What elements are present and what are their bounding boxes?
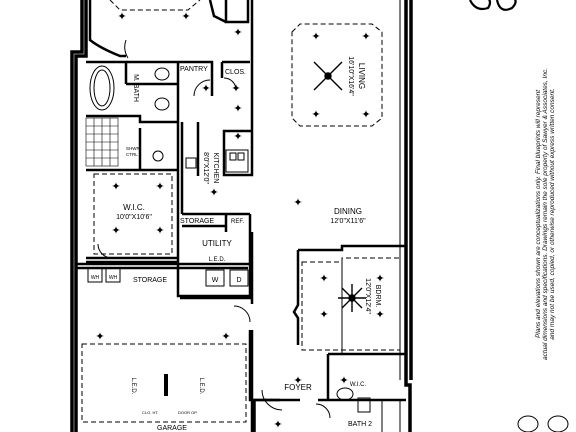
room-dividers [341,0,401,380]
shwr-sub-label: CTRL [126,152,138,157]
clg-ht-label: CLG. HT. [142,410,158,415]
svg-text:✦: ✦ [293,374,302,387]
foyer-label: FOYER [284,383,312,392]
room-label-m-bath: M. BATH [132,74,139,102]
disclaimer-line-2: actual dimensions and specifications. Dr… [542,68,549,360]
bdrm-dims: 12'0"X12'4" [364,278,371,314]
svg-text:✦: ✦ [233,102,242,115]
svg-text:✦: ✦ [231,82,240,95]
kitchen-name: KITCHEN [212,153,219,184]
clos-label: CLOS. [225,69,246,76]
ref-label: REF. [231,219,244,225]
living-name: LIVING [357,63,366,89]
bdrm-name: BDRM. [374,285,381,308]
disclaimer-line-1: Plans and elevations shown are conceptua… [535,89,542,338]
wh2-label: WH [109,275,118,281]
svg-text:✦: ✦ [117,10,126,23]
svg-text:✦: ✦ [293,196,302,209]
svg-text:✦: ✦ [111,180,120,193]
light-fixtures: ✦ ✦ ✦ ✦ ✦ ✦ ✦ ✦ ✦ ✦ ✦ ✦ ✦ ✦ ✦ ✦ ✦ ✦ ✦ ✦ ✦ ✦ ✦ ✦ ✦ ✦ [95,10,384,431]
room-label-living: LIVING 16'10"X16'4" [347,56,366,96]
svg-text:✦: ✦ [221,330,230,343]
svg-text:✦: ✦ [361,30,370,43]
exterior-walls [70,0,413,432]
bath2-label: BATH 2 [348,421,372,428]
disclaimer-line-3: and may not be used, copied, or otherwis… [549,88,556,340]
svg-text:✦: ✦ [95,330,104,343]
svg-text:✦: ✦ [375,308,384,321]
svg-text:✦: ✦ [155,180,164,193]
svg-text:✦: ✦ [375,272,384,285]
ceiling-fan-living [313,61,343,91]
room-label-kitchen: KITCHEN 8'0"X12'0" [202,152,219,184]
wh1-label: WH [91,275,100,281]
svg-text:✦: ✦ [319,272,328,285]
wic-master-dims: 10'0"X10'6" [116,214,152,221]
utility-label: UTILITY [202,239,232,248]
svg-text:✦: ✦ [181,10,190,23]
svg-text:L.E.D.: L.E.D. [130,378,136,395]
wic-master-name: W.I.C. [123,203,145,212]
svg-text:✦: ✦ [111,224,120,237]
washer-label: W [212,277,219,284]
svg-text:L.E.D.: L.E.D. [198,378,204,395]
living-dims: 16'10"X16'4" [347,56,354,96]
svg-text:✦: ✦ [155,224,164,237]
storage-garage-label: STORAGE [133,277,167,284]
dryer-label: D [236,277,241,284]
room-label-bdrm: BDRM. 12'0"X12'4" [364,278,381,314]
door-op-label: DOOR OP. [178,410,198,415]
svg-text:✦: ✦ [233,130,242,143]
svg-text:✦: ✦ [339,374,348,387]
svg-text:✦: ✦ [311,108,320,121]
ceiling-fan-bdrm [338,284,366,312]
svg-text:✦: ✦ [311,30,320,43]
wic-bdrm-label: W.I.C. [350,382,367,388]
svg-text:✦: ✦ [233,26,242,39]
logo-fragment [469,0,517,11]
interior-walls [76,0,406,432]
garage-label: GARAGE [157,425,187,432]
kitchen-dims: 8'0"X12'0" [202,152,209,184]
led-garage-left: L.E.D. [130,378,136,395]
pantry-label: PANTRY [180,66,208,73]
fixtures [87,39,569,432]
svg-text:✦: ✦ [209,186,218,199]
storage-small-label: STORAGE [180,218,214,225]
dining-name: DINING [334,207,362,216]
led-utility-label: L.E.D. [209,257,226,263]
garage-center-marker [164,374,168,396]
led-garage-right: L.E.D. [198,378,204,395]
m-bath-name: M. BATH [132,74,139,102]
svg-text:✦: ✦ [201,82,210,95]
shwr-label: SHWR. [126,146,141,151]
shower-tile [85,117,119,167]
svg-text:✦: ✦ [319,308,328,321]
disclaimer: Plans and elevations shown are conceptua… [534,14,558,414]
svg-text:✦: ✦ [273,418,282,431]
dining-dims: 12'0"X11'6" [330,218,366,225]
svg-text:✦: ✦ [361,108,370,121]
